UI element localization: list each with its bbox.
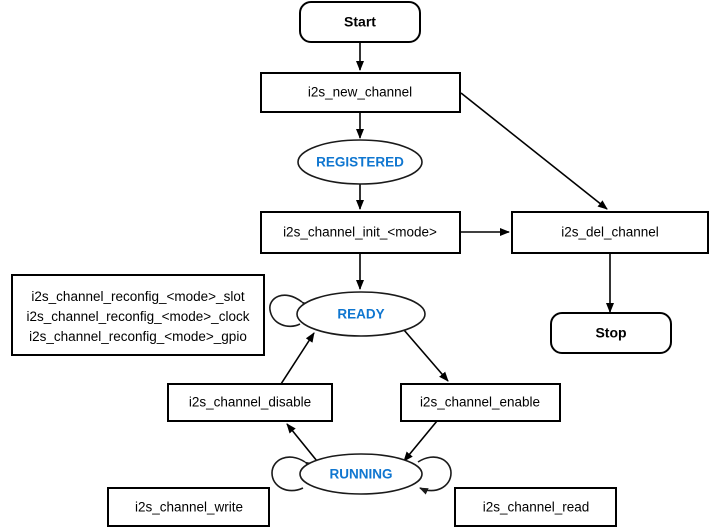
channel-disable-shape [167,383,333,422]
channel-reconfig-line-slot: i2s_channel_reconfig_<mode>_slot [31,289,244,304]
ready-shape [296,291,426,337]
self-loop-running-read [417,456,452,495]
channel-reconfig-line-gpio: i2s_channel_reconfig_<mode>_gpio [29,329,247,344]
action-new-channel[interactable]: i2s_new_channel [260,72,461,113]
channel-write-shape [107,487,270,527]
del-channel-shape [511,211,709,254]
edge-running-to-channel-disable [286,423,318,462]
registered-shape [297,139,423,185]
channel-reconfig-line-clock: i2s_channel_reconfig_<mode>_clock [27,309,250,324]
new-channel-label: i2s_new_channel [308,85,412,100]
del-channel-label: i2s_del_channel [561,225,659,240]
running-shape [299,453,423,495]
terminal-stop[interactable]: Stop [550,312,672,354]
action-channel-read[interactable]: i2s_channel_read [454,487,617,527]
state-running[interactable]: RUNNING [299,453,423,495]
start-shape [299,1,421,43]
edge-channel-enable-to-running [403,420,438,462]
edge-layer [269,42,614,495]
stop-label: Stop [595,325,626,341]
state-registered[interactable]: REGISTERED [297,139,423,185]
channel-disable-label: i2s_channel_disable [189,395,311,410]
channel-read-label: i2s_channel_read [483,500,590,515]
channel-write-label: i2s_channel_write [135,500,243,515]
channel-read-shape [454,487,617,527]
action-channel-enable[interactable]: i2s_channel_enable [400,383,561,422]
new-channel-shape [260,72,461,113]
self-loop-ready-reconfig [269,294,311,328]
stop-shape [550,312,672,354]
action-channel-write[interactable]: i2s_channel_write [107,487,270,527]
action-channel-disable[interactable]: i2s_channel_disable [167,383,333,422]
state-ready[interactable]: READY [296,291,426,337]
start-label: Start [344,14,376,30]
action-channel-init[interactable]: i2s_channel_init_<mode> [260,211,461,254]
edge-new-channel-to-del-channel [460,92,608,210]
channel-enable-shape [400,383,561,422]
running-label: RUNNING [330,467,393,482]
registered-label: REGISTERED [316,155,404,170]
edge-ready-to-channel-enable [403,329,449,382]
action-channel-reconfig[interactable]: i2s_channel_reconfig_<mode>_slot i2s_cha… [11,274,265,356]
channel-reconfig-shape [11,274,265,356]
terminal-start[interactable]: Start [299,1,421,43]
action-del-channel[interactable]: i2s_del_channel [511,211,709,254]
ready-label: READY [337,307,384,322]
channel-init-label: i2s_channel_init_<mode> [283,225,437,240]
channel-enable-label: i2s_channel_enable [420,395,540,410]
edge-channel-disable-to-ready [280,332,315,385]
self-loop-running-write [271,456,314,492]
channel-init-shape [260,211,461,254]
